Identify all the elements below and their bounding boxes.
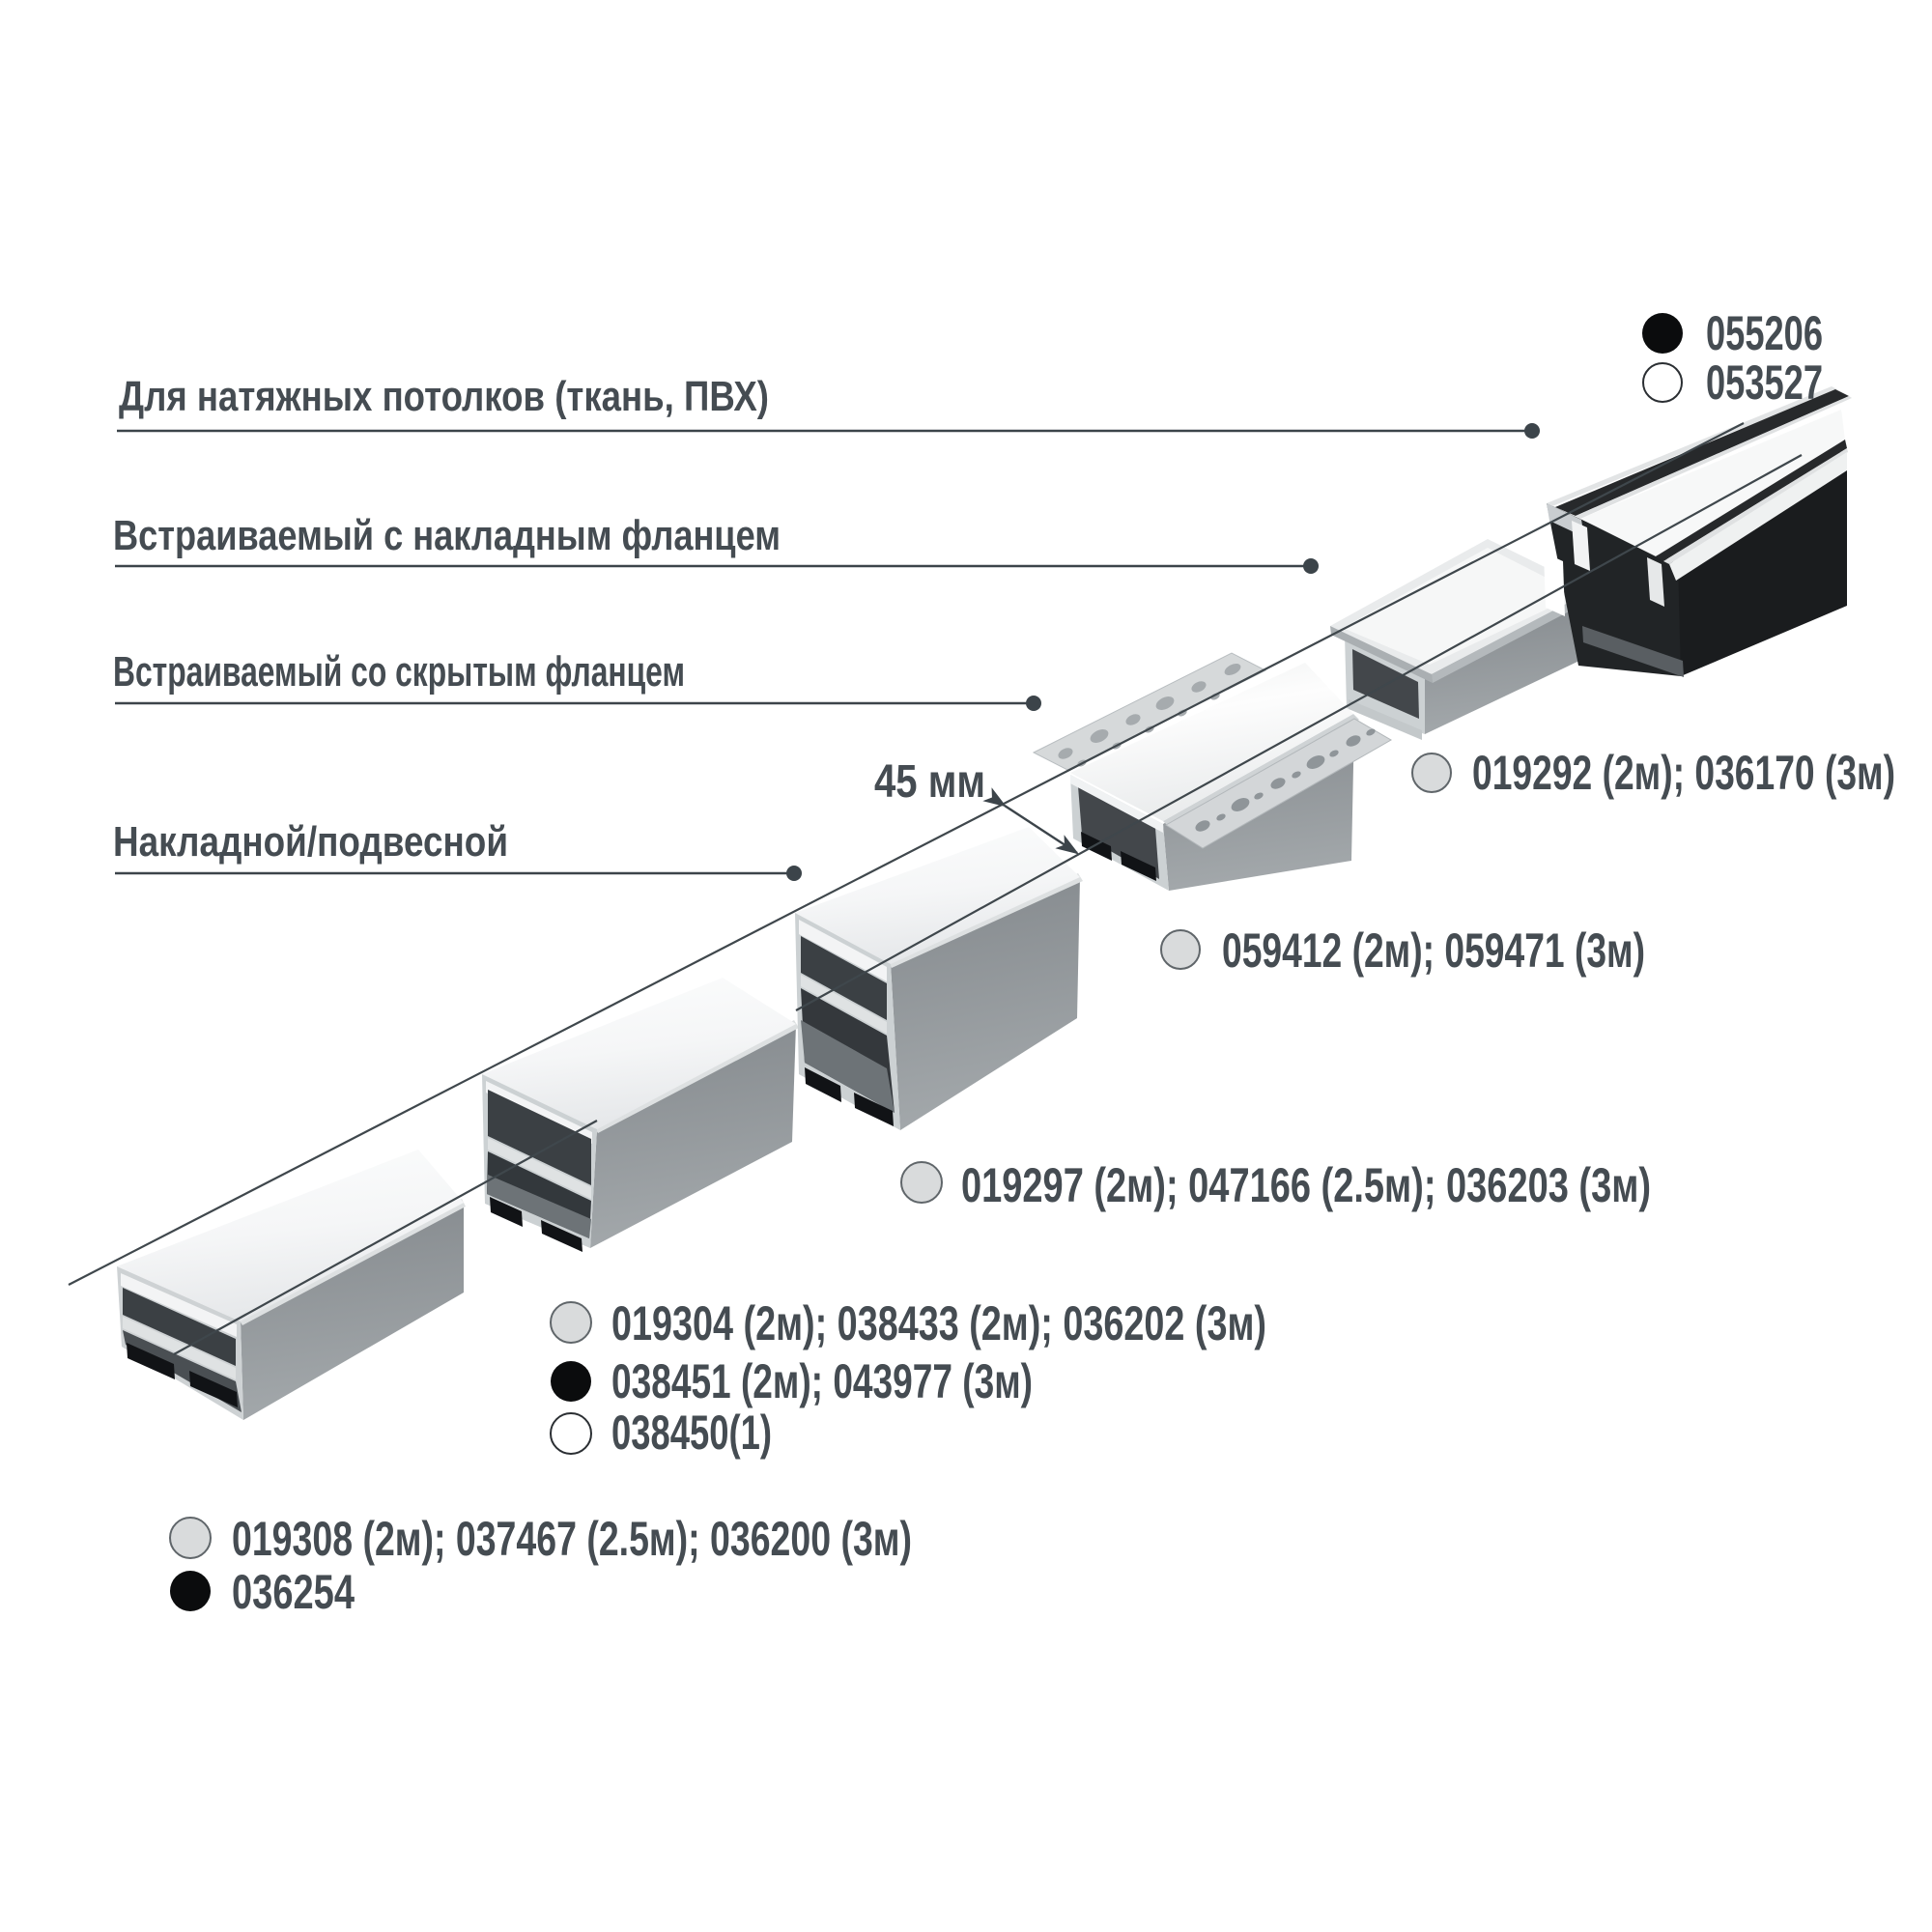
svg-text:053527: 053527 bbox=[1706, 355, 1823, 410]
svg-text:038451 (2м); 043977 (3м): 038451 (2м); 043977 (3м) bbox=[611, 1354, 1033, 1408]
svg-text:Для натяжных потолков (ткань,: Для натяжных потолков (ткань, ПВХ) bbox=[119, 373, 769, 420]
svg-text:Встраиваемый с накладным фланц: Встраиваемый с накладным фланцем bbox=[113, 512, 781, 559]
svg-text:Встраиваемый со скрытым фланце: Встраиваемый со скрытым фланцем bbox=[113, 648, 685, 696]
svg-text:019308 (2м); 037467 (2.5м); 03: 019308 (2м); 037467 (2.5м); 036200 (3м) bbox=[232, 1512, 912, 1566]
svg-text:019292 (2м); 036170 (3м): 019292 (2м); 036170 (3м) bbox=[1472, 746, 1895, 800]
svg-text:019297 (2м); 047166 (2.5м); 03: 019297 (2м); 047166 (2.5м); 036203 (3м) bbox=[961, 1158, 1651, 1212]
svg-text:038450(1): 038450(1) bbox=[611, 1406, 772, 1460]
svg-text:45 мм: 45 мм bbox=[874, 756, 985, 808]
svg-text:055206: 055206 bbox=[1706, 306, 1823, 360]
svg-text:059412 (2м); 059471 (3м): 059412 (2м); 059471 (3м) bbox=[1222, 923, 1645, 978]
svg-text:036254: 036254 bbox=[232, 1565, 355, 1619]
svg-text:019304 (2м); 038433 (2м); 0362: 019304 (2м); 038433 (2м); 036202 (3м) bbox=[611, 1296, 1266, 1350]
svg-text:Накладной/подвесной: Накладной/подвесной bbox=[113, 818, 508, 866]
